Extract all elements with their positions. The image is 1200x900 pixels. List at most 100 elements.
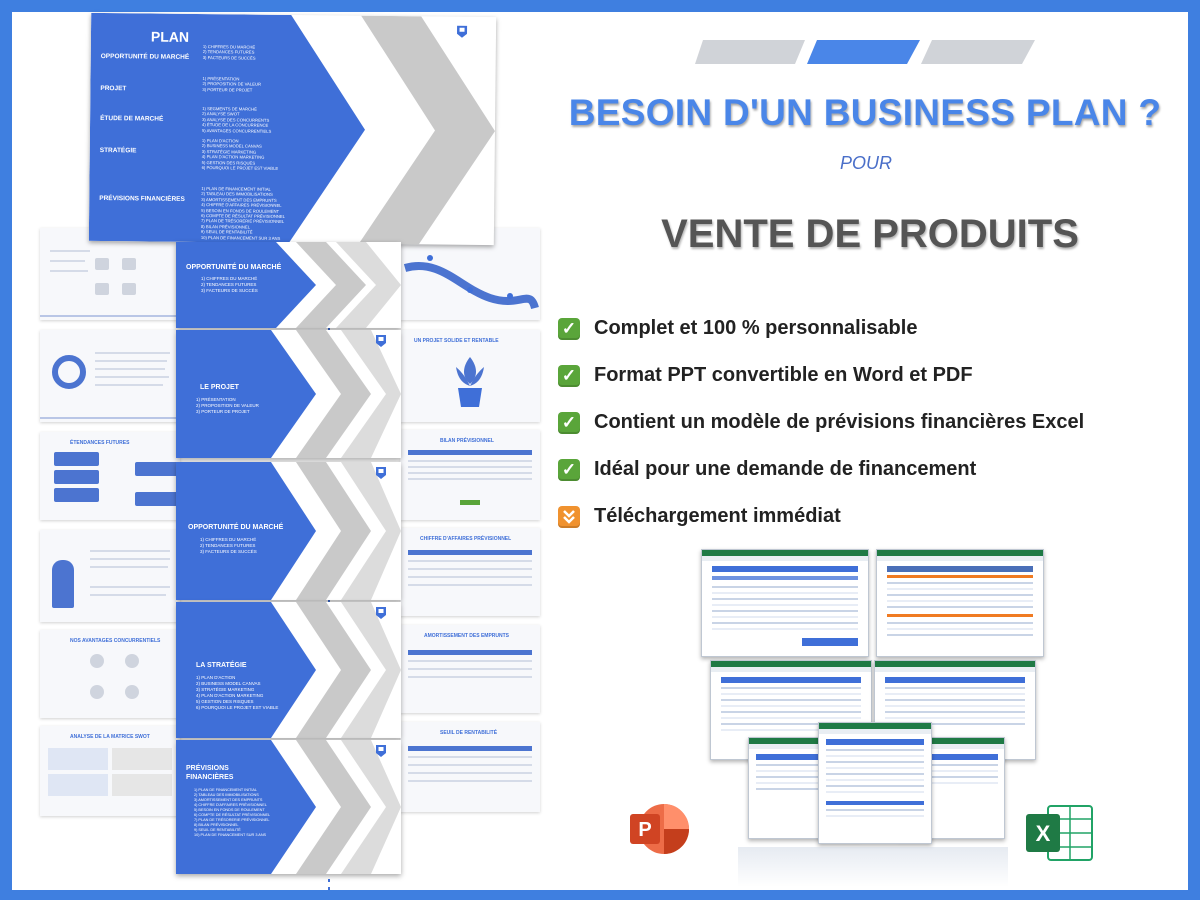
excel-sheet-thumbnail xyxy=(818,722,932,844)
section-slide-3: OPPORTUNITÉ DU MARCHÉ 1) CHIFFRES DU MAR… xyxy=(176,462,401,600)
list-item: 2) BUSINESS MODEL CANVAS xyxy=(196,681,261,686)
feature-text: Téléchargement immédiat xyxy=(594,505,841,527)
plan-section-label: ÉTUDE DE MARCHÉ xyxy=(100,114,164,123)
section-slide-5: PRÉVISIONS FINANCIÈRES 1) PLAN DE FINANC… xyxy=(176,740,401,874)
section-4-list: 1) PLAN D'ACTION 2) BUSINESS MODEL CANVA… xyxy=(196,675,278,711)
list-item: 3) PORTEUR DE PROJET xyxy=(202,86,253,93)
feature-list: ✓ Complet et 100 % personnalisable ✓ For… xyxy=(558,305,1178,540)
chevron-center xyxy=(807,40,920,64)
section-2-title: LE PROJET xyxy=(200,384,239,391)
section-1-title: OPPORTUNITÉ DU MARCHÉ xyxy=(186,264,282,271)
ghost-trends-title: ÉTENDANCES FUTURES xyxy=(70,440,130,446)
list-item: 6) COMPTE DE RÉSULTAT PRÉVISIONNEL xyxy=(194,813,271,817)
list-item: 1) PLAN D'ACTION xyxy=(196,675,236,680)
section-4-title: LA STRATÉGIE xyxy=(196,662,247,669)
ghost-slide-target xyxy=(40,330,180,422)
check-icon: ✓ xyxy=(558,458,580,481)
list-item: 3) STRATÉGIE MARKETING xyxy=(196,687,255,692)
list-item: 3) AMORTISSEMENT DES EMPRUNTS xyxy=(194,798,263,802)
download-arrow-icon xyxy=(558,505,580,528)
ghost-swot-title: ANALYSE DE LA MATRICE SWOT xyxy=(70,734,150,740)
product-title: VENTE DE PRODUITS xyxy=(661,212,1079,256)
ghost-revenue-title: CHIFFRE D'AFFAIRES PRÉVISIONNEL xyxy=(420,536,512,542)
list-item: 1) PRÉSENTATION xyxy=(196,397,236,402)
list-item: 5) BESOIN EN FONDS DE ROULEMENT xyxy=(194,808,265,812)
list-item: 3) FACTEURS DE SUCCÈS xyxy=(200,549,257,554)
list-item: 10) PLAN DE FINANCEMENT SUR 3 ANS xyxy=(194,833,267,837)
list-item: 3) FACTEURS DE SUCCÈS xyxy=(201,288,258,293)
ghost-slide-trends: ÉTENDANCES FUTURES xyxy=(40,432,180,520)
ghost-slide-loans: AMORTISSEMENT DES EMPRUNTS xyxy=(400,625,540,713)
road-icon xyxy=(403,255,539,310)
section-2-list: 1) PRÉSENTATION 2) PROPOSITION DE VALEUR… xyxy=(196,397,259,415)
ghost-breakeven-title: SEUIL DE RENTABILITÉ xyxy=(440,730,498,736)
list-item: 2) TABLEAU DES IMMOBILISATIONS xyxy=(194,793,259,797)
section-5-list: 1) PLAN DE FINANCEMENT INITIAL 2) TABLEA… xyxy=(194,788,270,838)
section-chevron-graphic xyxy=(176,242,401,328)
section-chevron-graphic xyxy=(176,462,401,600)
list-item: 7) PLAN DE TRÉSORERIE PRÉVISIONNEL xyxy=(194,818,270,822)
ghost-slide-icons xyxy=(40,228,180,320)
section-chevron-graphic xyxy=(176,740,401,874)
plant-icon xyxy=(456,357,484,407)
section-slide-2: LE PROJET 1) PRÉSENTATION 2) PROPOSITION… xyxy=(176,330,401,458)
ghost-slide-balance: BILAN PRÉVISIONNEL xyxy=(400,430,540,520)
feature-item: ✓ Contient un modèle de prévisions finan… xyxy=(558,399,1178,446)
list-item: 8) BILAN PRÉVISIONNEL xyxy=(194,823,239,827)
ghost-slide-swot: ANALYSE DE LA MATRICE SWOT xyxy=(40,726,180,816)
section-3-list: 1) CHIFFRES DU MARCHÉ 2) TENDANCES FUTUR… xyxy=(200,537,257,555)
list-item: 10) PLAN DE FINANCEMENT SUR 3 ANS xyxy=(200,234,281,241)
list-item: 1) PLAN DE FINANCEMENT INITIAL xyxy=(194,788,258,792)
excel-thumbnails xyxy=(698,547,1048,890)
excel-sheet-thumbnail xyxy=(876,549,1044,657)
list-item: 4) PLAN D'ACTION MARKETING xyxy=(196,693,264,698)
section-chevron-graphic xyxy=(176,330,401,458)
feature-text: Complet et 100 % personnalisable xyxy=(594,317,918,339)
plan-section-label: PRÉVISIONS FINANCIÈRES xyxy=(99,194,185,203)
ghost-balance-title: BILAN PRÉVISIONNEL xyxy=(440,438,494,444)
section-chevron-graphic xyxy=(176,602,401,738)
section-5-title: PRÉVISIONS FINANCIÈRES xyxy=(186,765,234,781)
ghost-slide-breakeven: SEUIL DE RENTABILITÉ xyxy=(400,722,540,812)
plan-section-label: OPPORTUNITÉ DU MARCHÉ xyxy=(100,52,190,61)
list-item: 6) POURQUOI LE PROJET EST VIABLE xyxy=(201,165,279,171)
slide-stack: ÉTENDANCES FUTURES NOS AVANTAGES CONCURR… xyxy=(40,10,545,890)
powerpoint-letter: P xyxy=(638,819,651,841)
check-icon: ✓ xyxy=(558,364,580,387)
plan-section-label: STRATÉGIE xyxy=(99,146,137,155)
ghost-slide-solid-project: UN PROJET SOLIDE ET RENTABLE xyxy=(400,330,540,422)
list-item: 2) PROPOSITION DE VALEUR xyxy=(196,403,259,408)
chevron-right xyxy=(921,40,1035,64)
list-item: 1) CHIFFRES DU MARCHÉ xyxy=(200,537,257,542)
ghost-slide-advantages: NOS AVANTAGES CONCURRENTIELS xyxy=(40,630,180,718)
check-icon: ✓ xyxy=(558,411,580,434)
section-slide-4: LA STRATÉGIE 1) PLAN D'ACTION 2) BUSINES… xyxy=(176,602,401,738)
shield-icon xyxy=(376,467,386,479)
feature-item: Téléchargement immédiat xyxy=(558,493,1178,540)
feature-item: ✓ Idéal pour une demande de financement xyxy=(558,446,1178,493)
feature-item: ✓ Complet et 100 % personnalisable xyxy=(558,305,1178,352)
ghost-solid-title: UN PROJET SOLIDE ET RENTABLE xyxy=(414,338,499,344)
shield-icon xyxy=(376,607,386,619)
ghost-advantages-title: NOS AVANTAGES CONCURRENTIELS xyxy=(70,638,161,644)
check-icon: ✓ xyxy=(558,317,580,340)
pour-label: POUR xyxy=(840,153,893,173)
excel-sheet-thumbnail xyxy=(701,549,869,657)
section-3-title: OPPORTUNITÉ DU MARCHÉ xyxy=(188,524,284,531)
list-item: 6) POURQUOI LE PROJET EST VIABLE xyxy=(196,705,279,710)
ghost-slide-revenue: CHIFFRE D'AFFAIRES PRÉVISIONNEL xyxy=(400,528,540,616)
powerpoint-icon: P xyxy=(630,804,689,854)
chevron-left xyxy=(695,40,805,64)
feature-text: Idéal pour une demande de financement xyxy=(594,458,977,480)
list-item: 3) PORTEUR DE PROJET xyxy=(196,409,250,414)
ghost-loans-title: AMORTISSEMENT DES EMPRUNTS xyxy=(424,633,510,639)
shield-icon xyxy=(457,25,468,38)
ghost-slide-speaker xyxy=(40,530,180,622)
list-item: 9) SEUIL DE RENTABILITÉ xyxy=(194,828,241,832)
plan-section-label: PROJET xyxy=(100,84,127,93)
shield-icon xyxy=(376,745,386,757)
